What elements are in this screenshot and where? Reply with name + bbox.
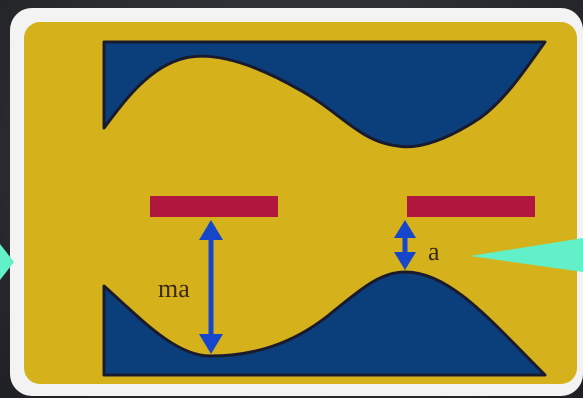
bottom-wall [102, 270, 547, 377]
top-wall [102, 40, 547, 149]
right-beam [470, 238, 583, 272]
ma-double-arrow [199, 220, 223, 354]
right-bar [407, 196, 535, 217]
label-a: a [428, 237, 440, 266]
left-bar [150, 196, 278, 217]
left-beam [0, 244, 14, 280]
label-ma: ma [158, 274, 190, 303]
a-double-arrow [394, 220, 416, 270]
